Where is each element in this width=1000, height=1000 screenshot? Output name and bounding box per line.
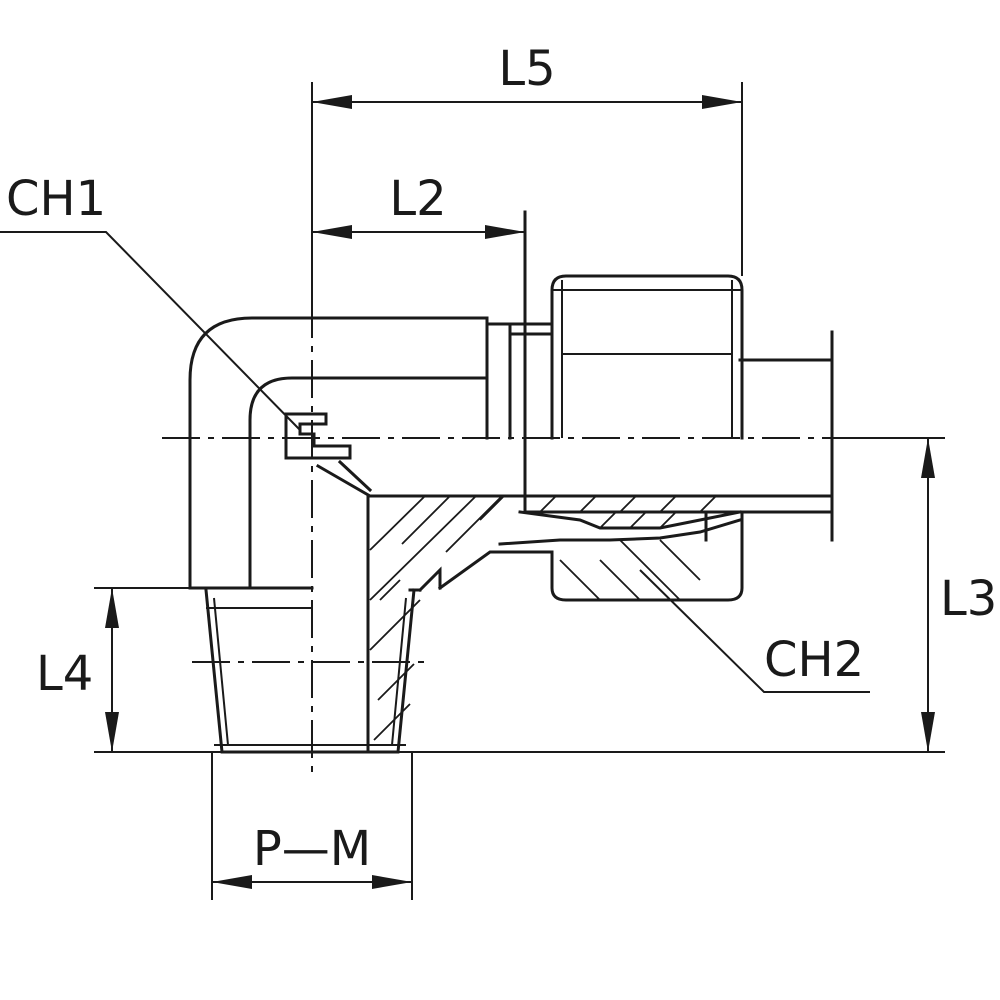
section-view bbox=[315, 210, 834, 754]
ch1-label: CH1 bbox=[6, 171, 106, 227]
ch2-label: CH2 bbox=[764, 632, 864, 688]
elbow-body bbox=[188, 316, 554, 590]
arrowhead bbox=[105, 588, 119, 628]
arrowhead bbox=[312, 225, 352, 239]
arrowhead bbox=[372, 875, 412, 889]
labels: L5 L2 CH1 L3 L4 CH2 P—M bbox=[6, 41, 997, 877]
arrowhead bbox=[921, 712, 935, 752]
l2-label: L2 bbox=[389, 171, 446, 227]
l3-label: L3 bbox=[940, 571, 997, 627]
ch1-marker bbox=[284, 412, 352, 460]
arrowhead bbox=[702, 95, 742, 109]
ch2-leader-line bbox=[639, 569, 870, 693]
thread-p-m bbox=[204, 588, 416, 754]
l5-label: L5 bbox=[498, 41, 555, 97]
ch1-leader-line bbox=[0, 231, 301, 431]
l4-label: L4 bbox=[36, 646, 93, 702]
dimension-lines bbox=[0, 82, 945, 900]
arrowhead bbox=[105, 712, 119, 752]
pm-label: P—M bbox=[253, 821, 371, 877]
arrowhead bbox=[212, 875, 252, 889]
arrowhead bbox=[485, 225, 525, 239]
arrowhead bbox=[312, 95, 352, 109]
arrowhead bbox=[921, 438, 935, 478]
nut-ch2 bbox=[550, 274, 744, 602]
